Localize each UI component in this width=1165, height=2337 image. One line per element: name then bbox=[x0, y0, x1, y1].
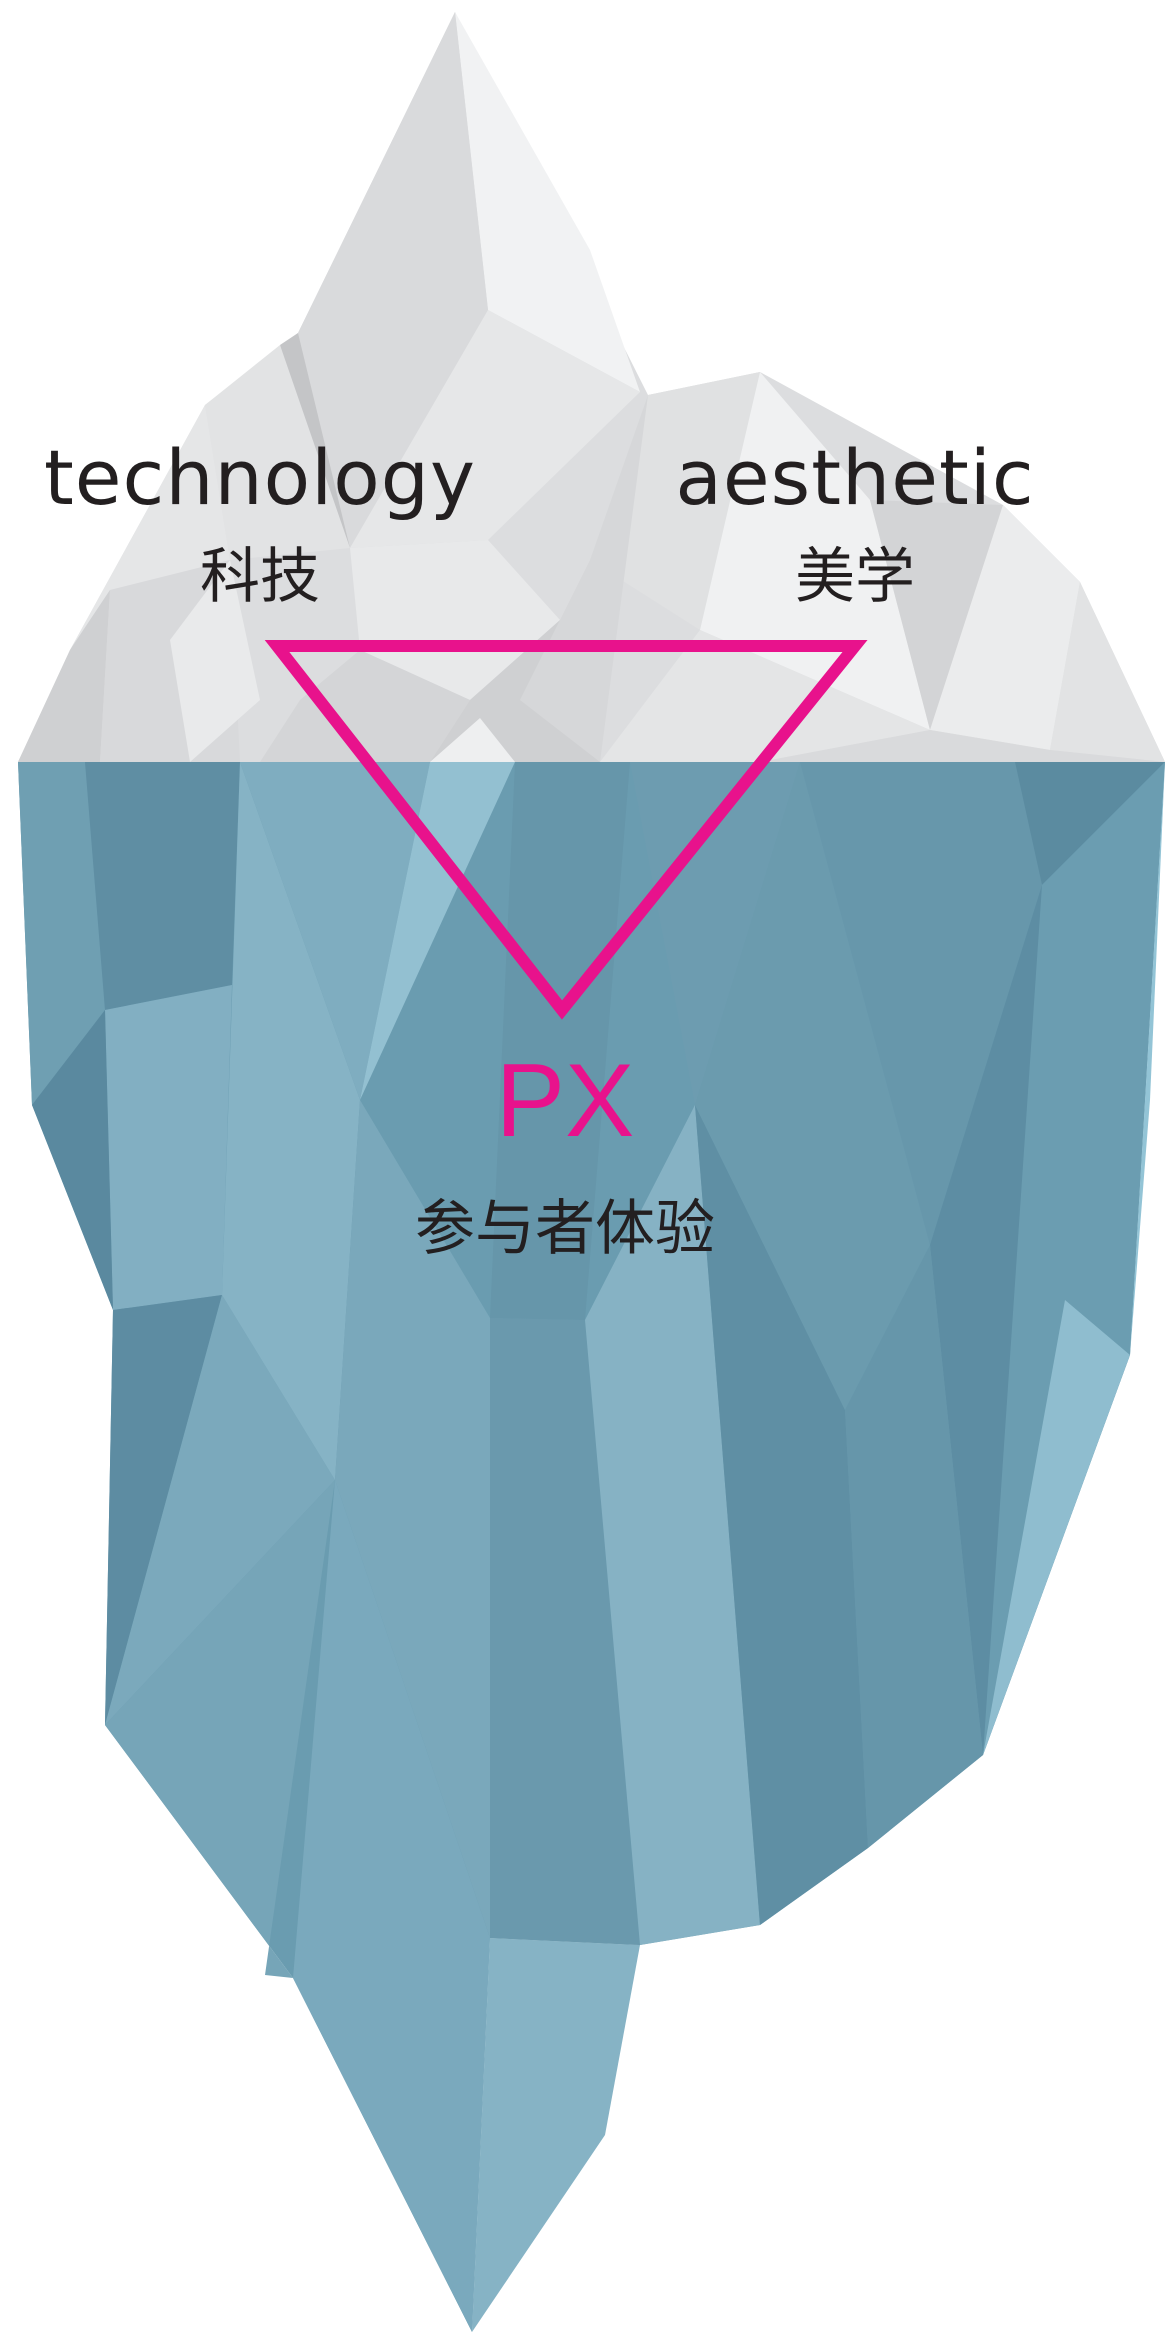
participant-experience-label: 参与者体验 bbox=[415, 1194, 715, 1264]
technology-label-zh: 科技 bbox=[200, 542, 320, 612]
px-label: PX bbox=[495, 1043, 635, 1159]
aesthetic-label-zh: 美学 bbox=[795, 542, 915, 612]
iceberg-underwater bbox=[18, 762, 1165, 2332]
aesthetic-label: aesthetic bbox=[675, 433, 1035, 522]
technology-label: technology bbox=[43, 433, 476, 522]
px-triangle bbox=[264, 640, 868, 1020]
iceberg-tip bbox=[18, 12, 1165, 762]
